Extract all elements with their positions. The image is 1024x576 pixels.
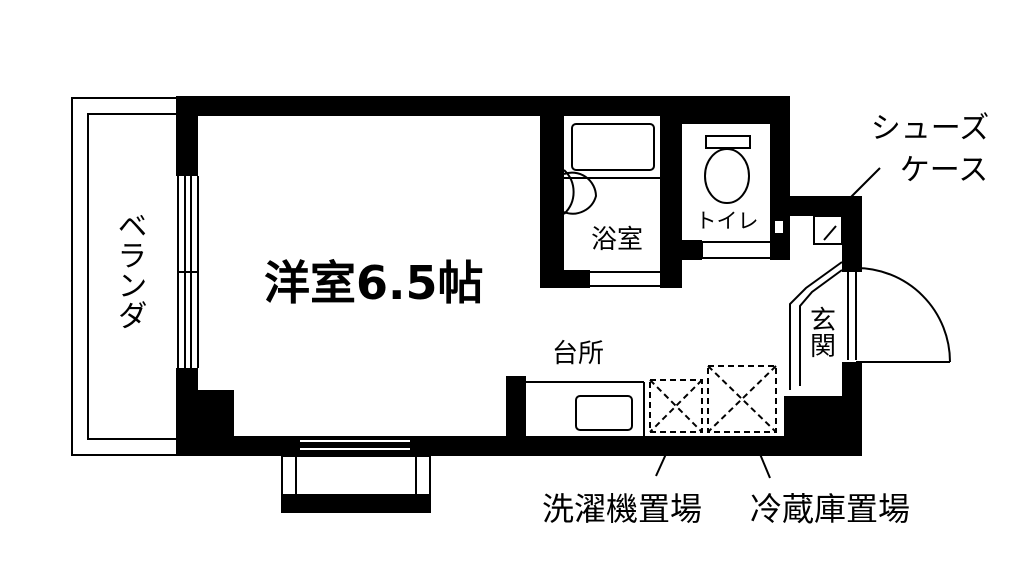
shoe-case (813, 167, 881, 245)
balcony-label: ベランダ (112, 210, 147, 330)
toilet (682, 116, 790, 260)
callout-lines (655, 453, 771, 479)
entrance-label: 玄関 (806, 306, 836, 358)
kitchen-label: 台所 (552, 339, 604, 369)
washer-space-label: 洗濯機置場 (542, 490, 702, 528)
bathroom (540, 116, 682, 288)
fridge-space-label: 冷蔵庫置場 (750, 490, 910, 528)
toilet-label: トイレ (696, 209, 759, 233)
western-room-label: 洋室6.5帖 (264, 256, 484, 310)
shoe-case-label-line1: シューズ (871, 111, 990, 146)
shoe-case-label-line2: ケース (900, 153, 989, 188)
bottom-window (281, 440, 431, 513)
washer-space (649, 379, 703, 433)
fridge-space (707, 365, 777, 433)
outer-walls (176, 96, 862, 456)
bathroom-label: 浴室 (591, 225, 643, 255)
kitchen-counter (526, 381, 645, 436)
left-window (177, 176, 199, 368)
entrance (789, 261, 951, 390)
